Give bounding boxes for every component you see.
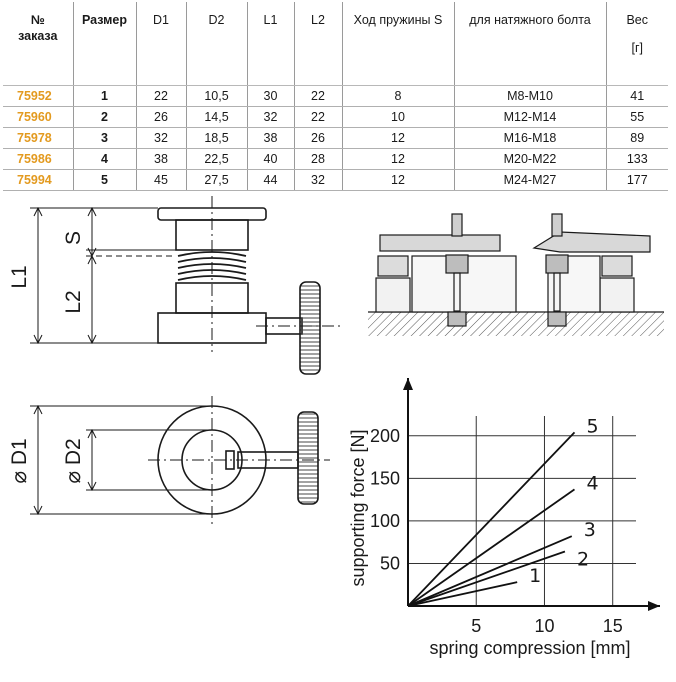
- cell-bolt: M16-M18: [453, 127, 606, 149]
- top-view: [30, 396, 330, 524]
- spec-table: № заказа Размер D1 D2 L1 L2 Ход пружины …: [3, 2, 668, 191]
- col-header-order-line1: №: [30, 13, 45, 27]
- cell-d2: 14,5: [185, 106, 247, 128]
- cell-d1: 22: [135, 85, 186, 107]
- cell-bolt: M20-M22: [453, 148, 606, 170]
- cell-d2: 27,5: [185, 169, 247, 191]
- series-label-1: 1: [529, 565, 541, 587]
- cell-stroke: 8: [341, 85, 454, 107]
- cell-d1: 38: [135, 148, 186, 170]
- col-header-l2: L2: [293, 2, 342, 86]
- cell-d1: 45: [135, 169, 186, 191]
- col-header-stroke: Ход пружины S: [341, 2, 454, 86]
- dim-label-d2: ⌀ D2: [62, 438, 85, 483]
- series-label-4: 4: [586, 472, 598, 494]
- series-label-3: 3: [584, 519, 596, 541]
- col-header-size: Размер: [72, 2, 136, 86]
- series-line-4: [407, 488, 576, 607]
- cell-order: 75960: [3, 106, 73, 128]
- series-line-5: [407, 431, 576, 607]
- cell-l1: 38: [246, 127, 294, 149]
- cell-order: 75978: [3, 127, 73, 149]
- cell-d2: 18,5: [185, 127, 247, 149]
- dim-label-d1: ⌀ D1: [8, 438, 31, 483]
- cell-order: 75994: [3, 169, 73, 191]
- cell-size: 5: [72, 169, 136, 191]
- cell-l2: 22: [293, 106, 342, 128]
- x-tick-label: 5: [471, 616, 481, 636]
- cell-l2: 26: [293, 127, 342, 149]
- y-tick-label: 50: [380, 553, 400, 573]
- series-line-1: [407, 581, 518, 607]
- cell-l2: 32: [293, 169, 342, 191]
- y-axis-label: supporting force [N]: [348, 429, 368, 586]
- cell-size: 2: [72, 106, 136, 128]
- cell-bolt: M24-M27: [453, 169, 606, 191]
- y-tick-label: 150: [370, 468, 400, 488]
- cell-size: 4: [72, 148, 136, 170]
- cell-weight: 55: [605, 106, 668, 128]
- cell-l2: 28: [293, 148, 342, 170]
- col-header-order-line2: заказа: [18, 29, 58, 43]
- cell-bolt: M8-M10: [453, 85, 606, 107]
- x-axis-arrow-icon: [648, 601, 660, 611]
- cell-d2: 10,5: [185, 85, 247, 107]
- cell-order: 75986: [3, 148, 73, 170]
- col-header-weight-line1: Вес: [626, 13, 649, 27]
- x-tick-label: 15: [603, 616, 623, 636]
- cell-stroke: 10: [341, 106, 454, 128]
- side-view: [30, 196, 340, 375]
- col-header-d2: D2: [185, 2, 247, 86]
- series-label-2: 2: [577, 549, 589, 571]
- col-header-order: № заказа: [3, 2, 73, 86]
- dim-label-s: S: [62, 231, 85, 245]
- cell-d2: 22,5: [185, 148, 247, 170]
- y-axis-arrow-icon: [403, 378, 413, 390]
- cell-weight: 89: [605, 127, 668, 149]
- col-header-bolt: для натяжного болта: [453, 2, 606, 86]
- cell-bolt: M12-M14: [453, 106, 606, 128]
- cell-order: 75952: [3, 85, 73, 107]
- cell-d1: 26: [135, 106, 186, 128]
- cell-l1: 44: [246, 169, 294, 191]
- cell-stroke: 12: [341, 127, 454, 149]
- col-header-weight: Вес [г]: [605, 2, 668, 86]
- cell-weight: 133: [605, 148, 668, 170]
- cell-weight: 177: [605, 169, 668, 191]
- series-line-2: [407, 550, 566, 607]
- series-label-5: 5: [586, 415, 598, 437]
- cell-size: 1: [72, 85, 136, 107]
- cell-weight: 41: [605, 85, 668, 107]
- table-header-row: № заказа Размер D1 D2 L1 L2 Ход пружины …: [3, 2, 668, 86]
- y-tick-label: 100: [370, 511, 400, 531]
- y-tick-label: 200: [370, 426, 400, 446]
- series-line-3: [407, 535, 573, 607]
- col-header-d1: D1: [135, 2, 186, 86]
- x-axis-label: spring compression [mm]: [429, 638, 630, 658]
- cell-l1: 30: [246, 85, 294, 107]
- cell-size: 3: [72, 127, 136, 149]
- cell-stroke: 12: [341, 148, 454, 170]
- x-tick-label: 10: [534, 616, 554, 636]
- cell-l1: 32: [246, 106, 294, 128]
- application-illustration: [368, 213, 664, 336]
- cell-l2: 22: [293, 85, 342, 107]
- cell-d1: 32: [135, 127, 186, 149]
- dim-label-l2: L2: [62, 290, 85, 313]
- col-header-weight-unit: [г]: [631, 41, 643, 55]
- dim-label-l1: L1: [8, 265, 31, 288]
- col-header-l1: L1: [246, 2, 294, 86]
- cell-l1: 40: [246, 148, 294, 170]
- cell-stroke: 12: [341, 169, 454, 191]
